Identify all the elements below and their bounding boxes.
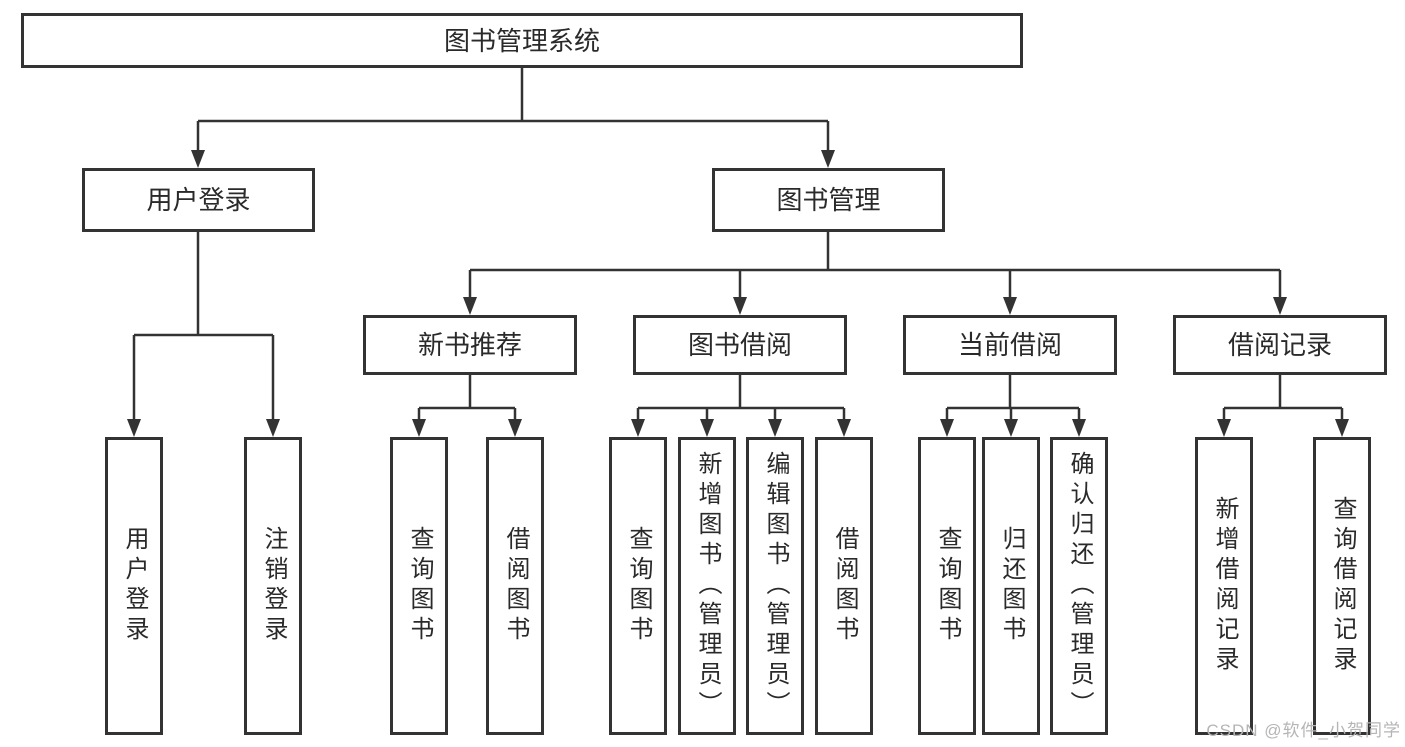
tree-edges [132, 68, 1344, 421]
node-leaf-edit-book-admin: 编辑图书（管理员） [746, 437, 804, 735]
node-leaf-borrow-books-recommend: 借阅图书 [486, 437, 544, 735]
node-leaf-user-login: 用户登录 [105, 437, 163, 735]
node-leaf-query-borrow-record: 查询借阅记录 [1313, 437, 1371, 735]
node-leaf-borrow-books-borrowing: 借阅图书 [815, 437, 873, 735]
node-leaf-logout: 注销登录 [244, 437, 302, 735]
csdn-watermark: CSDN @软件_小贺同学 [1206, 721, 1401, 740]
node-leaf-return-books: 归还图书 [982, 437, 1040, 735]
node-leaf-add-book-admin: 新增图书（管理员） [678, 437, 736, 735]
node-user-login: 用户登录 [82, 168, 315, 232]
node-book-management: 图书管理 [712, 168, 945, 232]
node-leaf-query-books-recommend: 查询图书 [390, 437, 448, 735]
node-leaf-confirm-return-admin: 确认归还（管理员） [1050, 437, 1108, 735]
node-leaf-add-borrow-record: 新增借阅记录 [1195, 437, 1253, 735]
node-leaf-query-books-current: 查询图书 [918, 437, 976, 735]
node-book-borrowing: 图书借阅 [633, 315, 847, 375]
node-current-borrowing: 当前借阅 [903, 315, 1117, 375]
arrowhead-icons [127, 150, 1349, 437]
node-library-management-system: 图书管理系统 [21, 13, 1023, 68]
node-leaf-query-books-borrowing: 查询图书 [609, 437, 667, 735]
node-borrowing-records: 借阅记录 [1173, 315, 1387, 375]
node-new-book-recommendation: 新书推荐 [363, 315, 577, 375]
